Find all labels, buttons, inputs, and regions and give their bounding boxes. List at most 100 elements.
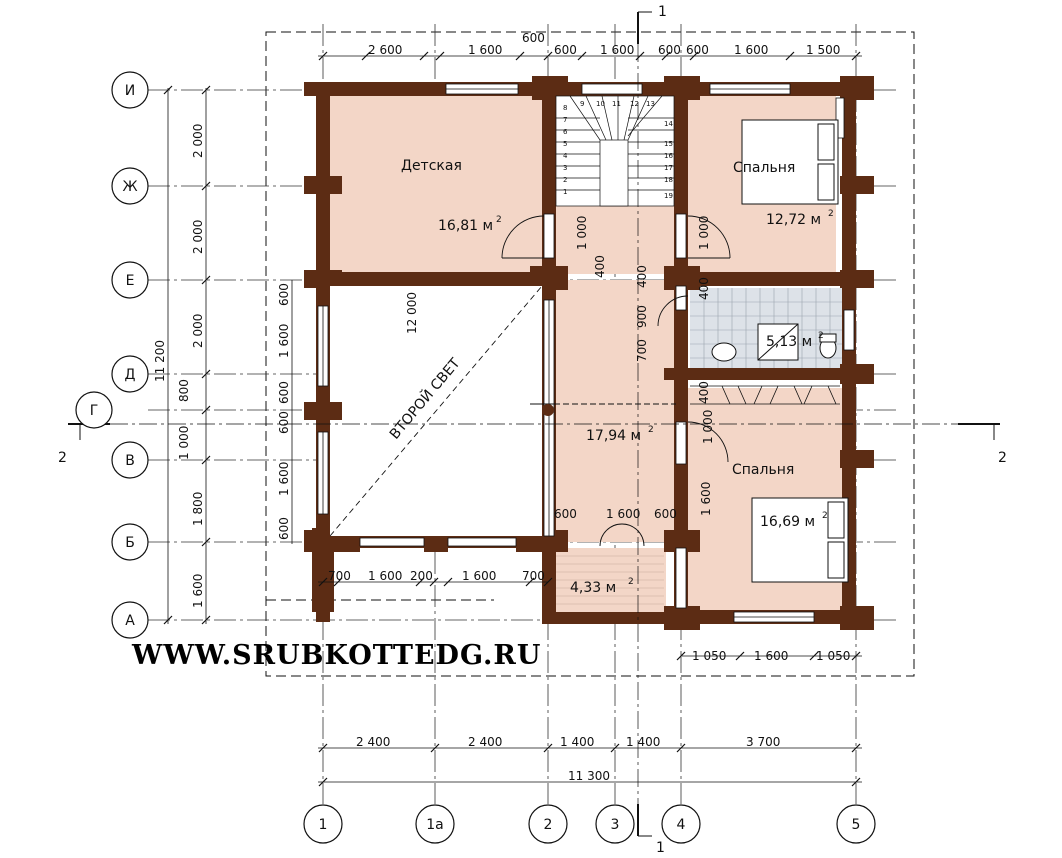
- dim-window: 600: [277, 411, 291, 434]
- bed-2: [751, 497, 849, 583]
- dim-tick: [851, 51, 861, 61]
- axis-bubble-5: [836, 804, 876, 844]
- dim-window: 1 600: [754, 649, 788, 663]
- stair-number: 11: [612, 100, 621, 108]
- dim-tick: [201, 537, 211, 547]
- axis-label-Ж: Ж: [122, 179, 137, 195]
- dim-tick: [201, 615, 211, 625]
- section-1-bottom: 1: [656, 840, 665, 856]
- stair-number: 9: [580, 100, 584, 108]
- axis-label-Д: Д: [125, 367, 136, 383]
- balcony-hatch: [556, 555, 664, 605]
- dim-inner: 400: [697, 277, 711, 300]
- dim-inner: 1 600: [606, 507, 640, 521]
- axis-bubble-В: [111, 441, 149, 479]
- dim-top: 2 600: [368, 43, 402, 57]
- dim-inner: 600: [554, 507, 577, 521]
- axis-label-1а: 1а: [426, 817, 444, 833]
- dim-tick: [785, 51, 795, 61]
- dim-tick: [443, 577, 453, 587]
- bath-fixtures: [711, 323, 837, 362]
- room-area-bedroom2: 16,69 м: [760, 514, 815, 530]
- stair-number: 15: [664, 140, 673, 148]
- dim-tick: [543, 577, 553, 587]
- dim-tick: [318, 777, 328, 787]
- wardrobe: [690, 385, 840, 405]
- section-2-right: 2: [998, 450, 1007, 466]
- dim-left: 1 600: [191, 574, 205, 608]
- axis-label-Е: Е: [126, 273, 135, 289]
- dim-top: 600: [522, 31, 545, 45]
- windows: [317, 83, 855, 623]
- dim-window: 700: [328, 569, 351, 583]
- dim-window: 1 600: [277, 324, 291, 358]
- stair-number: 12: [630, 100, 639, 108]
- axis-label-4: 4: [677, 817, 686, 833]
- stair-number: 19: [664, 192, 673, 200]
- dim-window: 1 600: [277, 462, 291, 496]
- axis-bubble-Д: [111, 355, 149, 393]
- dim-left: 1 800: [191, 492, 205, 526]
- dim-left: 1 000: [177, 426, 191, 460]
- sup: 2: [628, 577, 634, 587]
- dim-tick: [610, 743, 620, 753]
- axis-label-И: И: [125, 83, 135, 99]
- axis-bubble-4: [661, 804, 701, 844]
- stair-number: 7: [563, 116, 567, 124]
- dim-tick: [435, 51, 445, 61]
- dim-inner: 400: [697, 381, 711, 404]
- axis-bubble-1а: [415, 804, 455, 844]
- dim-inner: 900: [635, 305, 649, 328]
- dim-tick: [735, 651, 745, 661]
- dim-left: 800: [177, 379, 191, 402]
- stair-number: 8: [563, 104, 567, 112]
- dim-inner: 400: [635, 265, 649, 288]
- stair-number: 4: [563, 152, 568, 160]
- dim-tick: [809, 651, 819, 661]
- dim-window: 1 600: [368, 569, 402, 583]
- stair-number: 18: [664, 176, 673, 184]
- dim-inner: 1 000: [697, 216, 711, 250]
- axis-label-Б: Б: [125, 535, 135, 551]
- dim-left: 2 000: [191, 220, 205, 254]
- sup: 2: [828, 209, 834, 219]
- dim-inner: 1 600: [699, 482, 713, 516]
- stair-number: 3: [563, 164, 567, 172]
- dim-bottom: 1 400: [626, 735, 660, 749]
- dim-tick: [661, 51, 671, 61]
- dim-left: 2 000: [191, 314, 205, 348]
- dim-tick: [361, 51, 371, 61]
- axis-bubble-1: [303, 804, 343, 844]
- dim-window: 600: [277, 381, 291, 404]
- dim-tick: [333, 577, 343, 587]
- dimension-ticks: [163, 51, 861, 787]
- stair-number: 5: [563, 140, 567, 148]
- dim-tick: [851, 743, 861, 753]
- dim-tick: [318, 51, 328, 61]
- doors: [501, 215, 731, 547]
- stair-number: 16: [664, 152, 673, 160]
- axis-bubble-А: [111, 601, 149, 639]
- dim-top: 1 600: [734, 43, 768, 57]
- dim-tick: [429, 577, 439, 587]
- dimension-inner: 12 000 1 000 1 000 400 400 400 900 700 1…: [405, 216, 715, 521]
- axis-bubble-Е: [111, 261, 149, 299]
- dim-left-total: 11 200: [153, 340, 167, 382]
- axis-label-В: В: [125, 453, 135, 469]
- dim-window: 1 600: [462, 569, 496, 583]
- dim-tick: [201, 275, 211, 285]
- room-name-bedroom2: Спальня: [732, 462, 794, 478]
- stair-number: 10: [596, 100, 605, 108]
- dim-bottom: 1 400: [560, 735, 594, 749]
- axis-bubble-Б: [111, 523, 149, 561]
- room-area-balcony: 4,33 м: [570, 580, 616, 596]
- dim-tick: [851, 651, 861, 661]
- dim-tick: [676, 651, 686, 661]
- dim-tick: [430, 743, 440, 753]
- axis-bubble-Ж: [111, 167, 149, 205]
- room-area-detskaya: 16,81 м: [438, 218, 493, 234]
- sup: 2: [496, 215, 502, 225]
- dim-top: 1 600: [600, 43, 634, 57]
- dim-inner: 700: [635, 339, 649, 362]
